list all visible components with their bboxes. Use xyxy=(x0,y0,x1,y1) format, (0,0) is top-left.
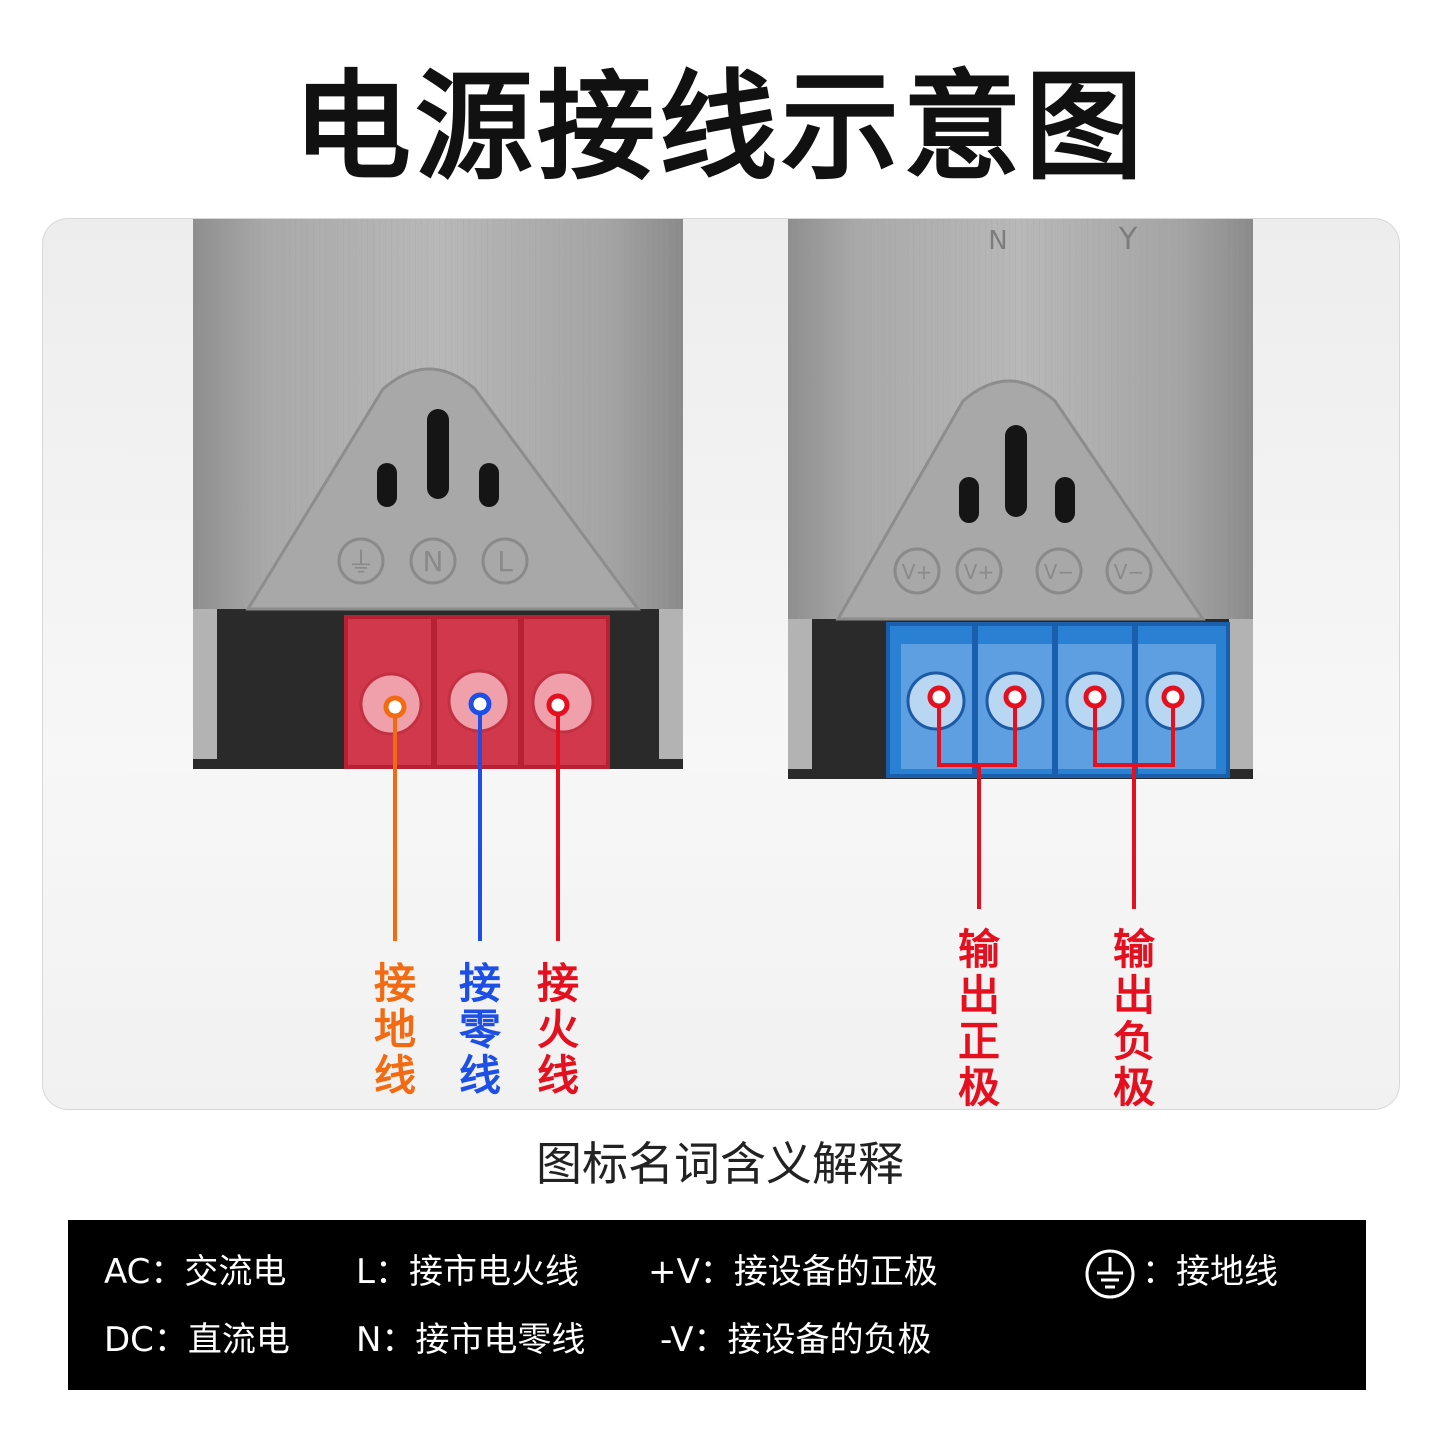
page-title: 电源接线示意图 xyxy=(292,58,1147,196)
mark-n: N xyxy=(423,545,444,578)
legend-dc: DC：直流电 xyxy=(104,1320,290,1360)
label-ground-wire: 接地线 xyxy=(373,959,416,1100)
left-power-supply: ⏚ N L xyxy=(193,219,683,941)
svg-text:N: N xyxy=(988,226,1007,256)
legend-pos: +V：接设备的正极 xyxy=(648,1252,938,1292)
right-power-supply: N Y V+ V+ V− V− xyxy=(788,219,1253,909)
legend-box: AC：交流电 DC：直流电 L：接市电火线 N：接市电零线 +V：接设备的正极 … xyxy=(68,1220,1366,1390)
right-terminal-marks: V+ V+ V− V− xyxy=(893,547,1153,595)
left-terminal-block xyxy=(344,615,610,769)
mark-v-minus-1: V− xyxy=(1044,560,1074,584)
mark-v-plus-1: V+ xyxy=(902,560,932,584)
v-plus-terminal-dot xyxy=(1003,685,1027,709)
right-terminal-dots xyxy=(927,685,1185,709)
ground-terminal-dot xyxy=(383,695,407,719)
legend-ac: AC：交流电 xyxy=(104,1252,287,1292)
mark-l: L xyxy=(497,545,513,578)
left-wires xyxy=(383,692,570,941)
v-minus-terminal-dot xyxy=(1083,685,1107,709)
label-output-positive: 输出正极 xyxy=(957,925,1000,1110)
ground-symbol-icon xyxy=(337,537,385,585)
legend-n: N：接市电零线 xyxy=(356,1320,586,1360)
mark-ground: ⏚ xyxy=(347,546,375,579)
wiring-diagram: ⏚ N L xyxy=(193,219,1253,941)
legend-neg: -V：接设备的负极 xyxy=(660,1320,932,1360)
right-wires xyxy=(937,697,1175,909)
live-terminal-dot xyxy=(546,693,570,717)
svg-text:Y: Y xyxy=(1118,222,1138,257)
power-supply-photo: ⏚ N L xyxy=(42,218,1400,1110)
label-neutral-wire: 接零线 xyxy=(458,959,501,1100)
v-minus-terminal-dot xyxy=(1161,685,1185,709)
neutral-terminal-dot xyxy=(468,692,492,716)
legend-l: L：接市电火线 xyxy=(356,1252,579,1292)
label-live-wire: 接火线 xyxy=(536,959,579,1100)
ground-icon xyxy=(1085,1249,1135,1299)
label-output-negative: 输出负极 xyxy=(1112,925,1155,1110)
legend-ground: ：接地线 xyxy=(1142,1252,1278,1292)
left-terminal-marks: ⏚ N L xyxy=(337,537,529,585)
v-plus-terminal-dot xyxy=(927,685,951,709)
mark-v-minus-2: V− xyxy=(1114,560,1144,584)
legend-title: 图标名词含义解释 xyxy=(536,1137,904,1191)
mark-v-plus-2: V+ xyxy=(964,560,994,584)
